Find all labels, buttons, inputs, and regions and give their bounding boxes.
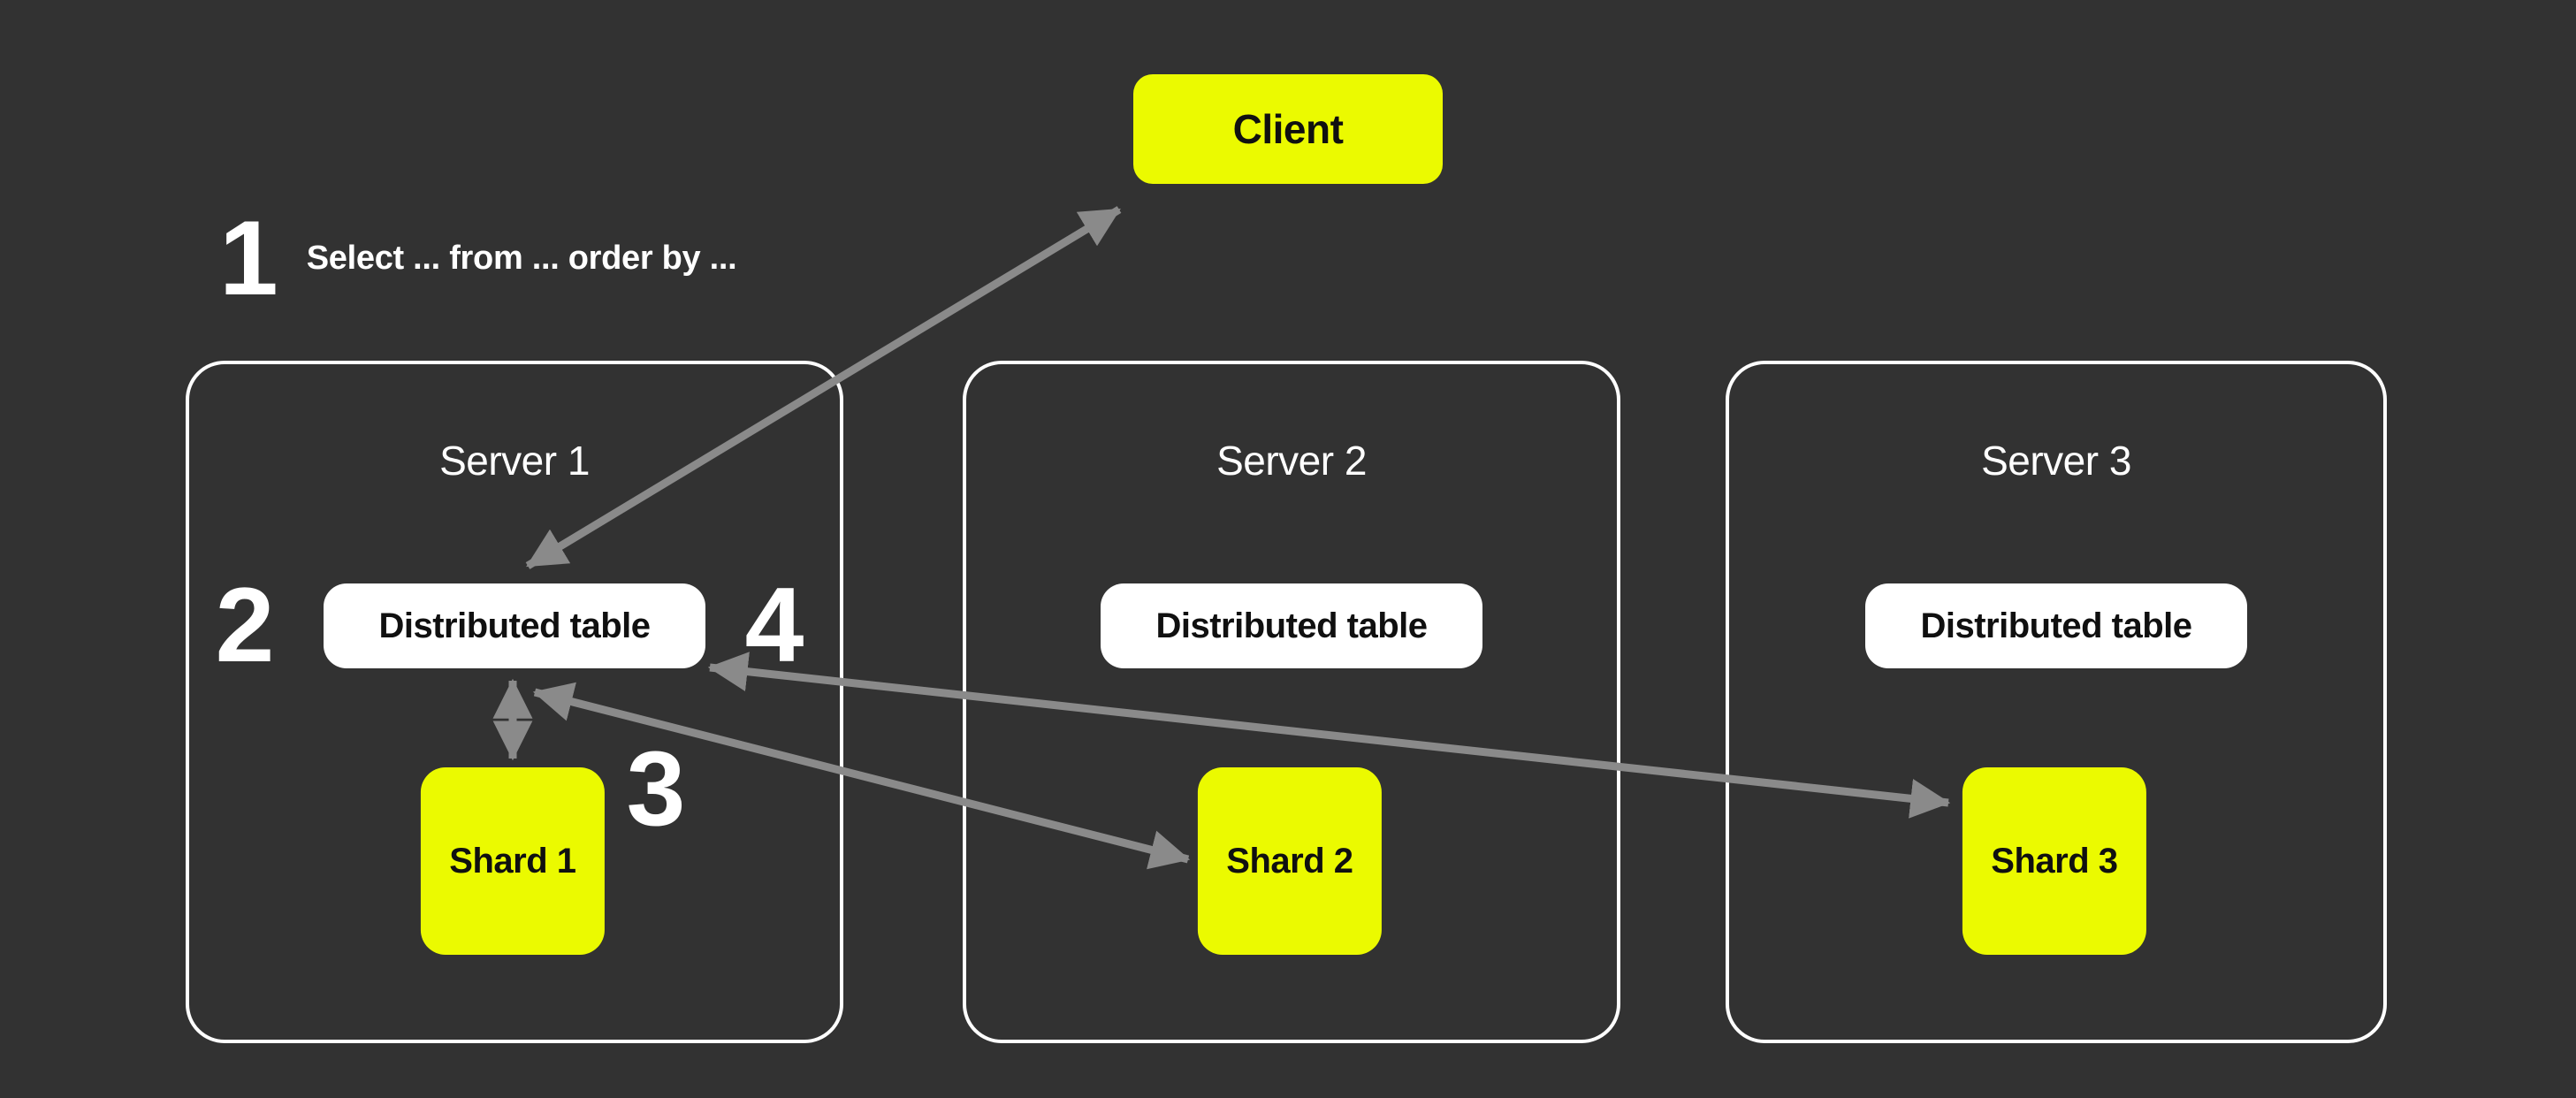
server-2-title: Server 2	[1216, 438, 1367, 484]
server-1-title: Server 1	[439, 438, 590, 484]
shard-2-node: Shard 2	[1197, 767, 1382, 955]
step-number-4: 4	[744, 566, 804, 685]
server-2-box: Server 2 Distributed table Shard 2	[963, 361, 1620, 1043]
server-1-table-label: Distributed table	[378, 606, 651, 645]
shard-3-label: Shard 3	[1991, 841, 2118, 881]
server-1-distributed-table: Distributed table	[324, 583, 705, 668]
query-text: Select ... from ... order by ...	[306, 239, 737, 277]
shard-1-label: Shard 1	[449, 841, 576, 881]
server-3-distributed-table: Distributed table	[1865, 583, 2247, 668]
server-3-title: Server 3	[1981, 438, 2131, 484]
shard-3-node: Shard 3	[1962, 767, 2146, 955]
server-3-table-label: Distributed table	[1920, 606, 2192, 645]
server-3-box: Server 3 Distributed table Shard 3	[1726, 361, 2387, 1043]
shard-2-label: Shard 2	[1226, 841, 1353, 881]
server-2-distributed-table: Distributed table	[1101, 583, 1482, 668]
server-1-box: Server 1 Distributed table Shard 1	[186, 361, 843, 1043]
server-2-table-label: Distributed table	[1155, 606, 1428, 645]
step-number-1: 1	[219, 199, 278, 317]
shard-1-node: Shard 1	[420, 767, 605, 955]
client-node: Client	[1133, 74, 1443, 184]
step-1-annotation: 1 Select ... from ... order by ...	[219, 199, 737, 317]
step-number-3: 3	[626, 729, 686, 849]
step-number-2: 2	[215, 566, 275, 685]
client-label: Client	[1232, 106, 1344, 152]
